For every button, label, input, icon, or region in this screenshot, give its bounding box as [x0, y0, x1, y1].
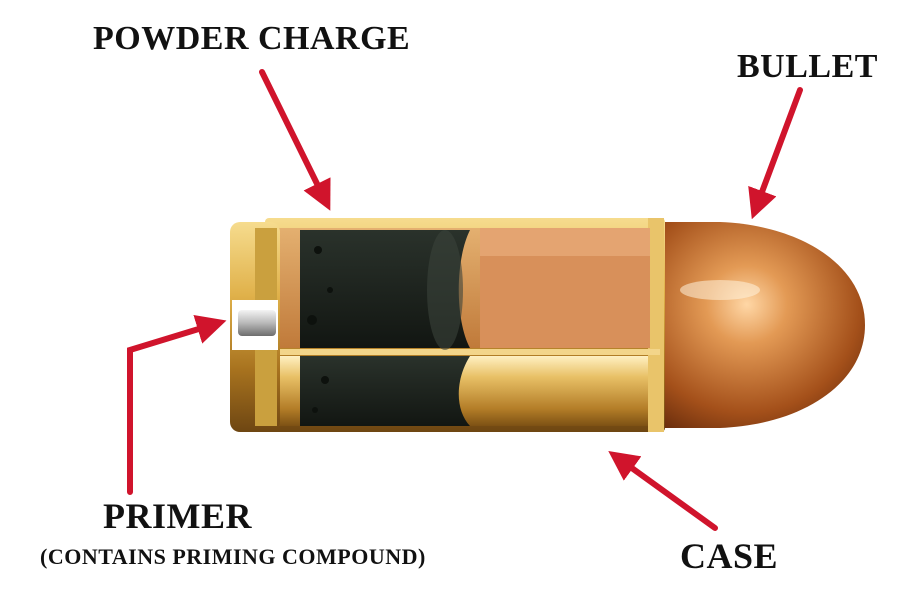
bullet-base-cutaway: [480, 228, 650, 348]
powder-charge-arrow: [259, 69, 331, 211]
bullet: [650, 222, 865, 428]
bullet-label: BULLET: [737, 48, 878, 85]
bullet-arrow: [748, 87, 803, 220]
primer: [238, 310, 276, 336]
primer-arrow: [127, 314, 227, 495]
case-label: CASE: [680, 536, 779, 576]
powder-charge: [300, 230, 470, 426]
primer-label: PRIMER: [103, 496, 252, 536]
case-arrow: [608, 450, 718, 531]
primer-note-label: (CONTAINS PRIMING COMPOUND): [40, 544, 426, 569]
powder-charge-label: POWDER CHARGE: [93, 20, 411, 57]
